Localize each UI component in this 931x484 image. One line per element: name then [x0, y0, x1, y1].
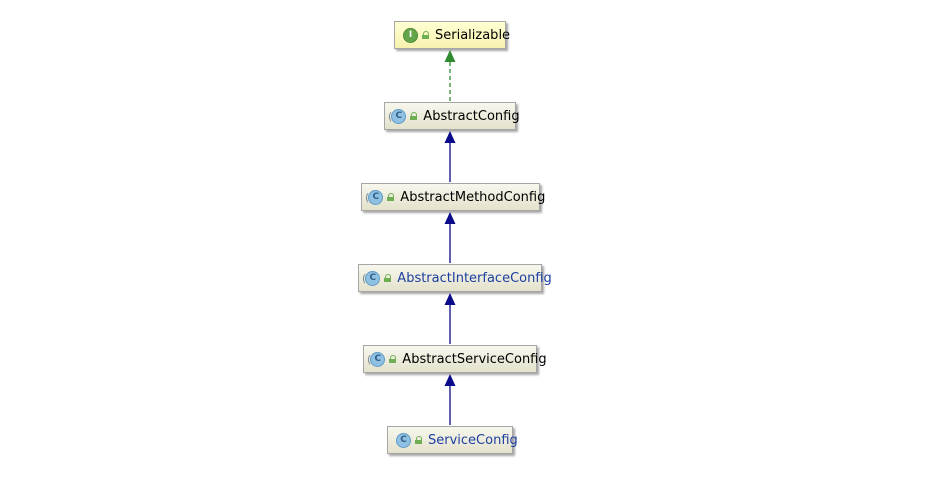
- arrowhead-serializable: [444, 50, 456, 62]
- node-service-config[interactable]: C ServiceConfig: [387, 426, 518, 454]
- node-label: AbstractMethodConfig: [400, 189, 546, 205]
- node-label: AbstractConfig: [423, 108, 520, 124]
- abstract-class-icon: C: [365, 270, 381, 286]
- arrowhead-abstract-interface-config: [444, 293, 456, 305]
- node-label: AbstractInterfaceConfig: [397, 270, 552, 286]
- arrowhead-abstract-config: [444, 131, 456, 143]
- public-lock-icon: [389, 355, 397, 363]
- public-lock-icon: [384, 274, 392, 282]
- node-label: AbstractServiceConfig: [402, 351, 547, 367]
- abstract-class-icon: C: [368, 189, 384, 205]
- node-abstract-config[interactable]: ( C AbstractConfig: [384, 102, 520, 130]
- abstract-marker-icon: (: [367, 352, 372, 366]
- arrowhead-abstract-method-config: [444, 212, 456, 224]
- node-abstract-service-config[interactable]: ( C AbstractServiceConfig: [363, 345, 547, 373]
- abstract-class-icon: C: [370, 351, 386, 367]
- interface-icon: I: [403, 27, 418, 43]
- public-lock-icon: [387, 193, 395, 201]
- node-label: Serializable: [435, 27, 511, 43]
- node-label: ServiceConfig: [428, 432, 518, 448]
- node-abstract-interface-config[interactable]: ( C AbstractInterfaceConfig: [358, 264, 552, 292]
- public-lock-icon: [410, 112, 418, 120]
- public-lock-icon: [415, 436, 422, 444]
- abstract-marker-icon: (: [362, 271, 367, 285]
- arrowhead-abstract-service-config: [444, 374, 456, 386]
- public-lock-icon: [422, 31, 429, 39]
- abstract-class-icon: C: [391, 108, 407, 124]
- abstract-marker-icon: (: [365, 190, 370, 204]
- class-icon: C: [396, 432, 411, 448]
- abstract-marker-icon: (: [388, 109, 393, 123]
- node-abstract-method-config[interactable]: ( C AbstractMethodConfig: [361, 183, 545, 211]
- node-serializable[interactable]: I Serializable: [394, 21, 510, 49]
